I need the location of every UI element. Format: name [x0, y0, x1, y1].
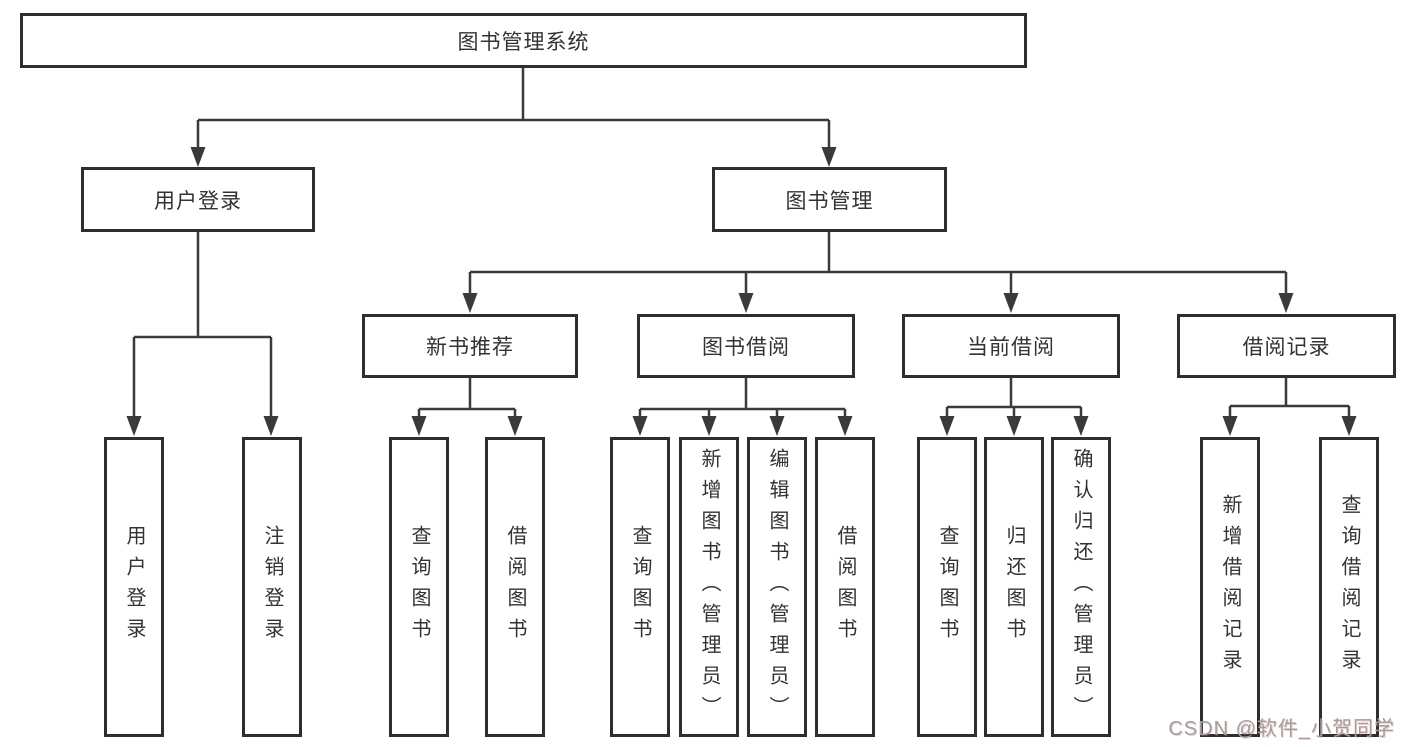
- arrowhead-icon: [632, 416, 648, 436]
- arrowhead-icon: [939, 416, 955, 436]
- leaf-query-books-borrowing: 查询图书: [610, 437, 670, 737]
- arrowhead-icon: [263, 416, 279, 436]
- leaf-return-books: 归还图书: [984, 437, 1044, 737]
- leaf-add-borrow-record: 新增借阅记录: [1200, 437, 1260, 737]
- leaf-add-books-admin: 新增图书（管理员）: [679, 437, 739, 737]
- node-label: 查询图书: [408, 525, 430, 649]
- node-label: 新书推荐: [426, 336, 514, 359]
- node-label: 借阅图书: [504, 525, 526, 649]
- arrowhead-icon: [1006, 416, 1022, 436]
- leaf-query-books-recommend: 查询图书: [389, 437, 449, 737]
- arrowhead-icon: [190, 147, 206, 167]
- leaf-confirm-return-admin: 确认归还（管理员）: [1051, 437, 1111, 737]
- csdn-watermark: CSDN @软件_小贺同学: [1168, 718, 1395, 740]
- arrowhead-icon: [769, 416, 785, 436]
- connector-book-borrowing-to-children: [638, 378, 847, 419]
- node-label: 新增图书（管理员）: [698, 447, 720, 727]
- arrowhead-icon: [837, 416, 853, 436]
- leaf-logout: 注销登录: [242, 437, 302, 737]
- arrowhead-icon: [1073, 416, 1089, 436]
- arrowhead-icon: [462, 293, 478, 313]
- node-user-login: 用户登录: [81, 167, 315, 232]
- node-label: 借阅图书: [834, 525, 856, 649]
- connector-new-book-recommend-to-children: [417, 378, 517, 419]
- leaf-query-books-current: 查询图书: [917, 437, 977, 737]
- arrowhead-icon: [1003, 293, 1019, 313]
- node-label: 当前借阅: [967, 336, 1055, 359]
- node-borrow-records: 借阅记录: [1177, 314, 1396, 378]
- node-label: 查询图书: [629, 525, 651, 649]
- arrowhead-icon: [1278, 293, 1294, 313]
- node-current-borrowing: 当前借阅: [902, 314, 1120, 378]
- leaf-edit-books-admin: 编辑图书（管理员）: [747, 437, 807, 737]
- node-library-system: 图书管理系统: [20, 13, 1027, 68]
- arrowhead-icon: [126, 416, 142, 436]
- leaf-query-borrow-record: 查询借阅记录: [1319, 437, 1379, 737]
- node-label: 图书借阅: [702, 336, 790, 359]
- connector-root-to-level2: [196, 68, 831, 149]
- arrowhead-icon: [1341, 416, 1357, 436]
- leaf-borrow-books-recommend: 借阅图书: [485, 437, 545, 737]
- node-label: 图书管理: [785, 189, 874, 213]
- node-label: 用户登录: [123, 525, 145, 649]
- arrowhead-icon: [701, 416, 717, 436]
- connector-book-mgmt-to-level3: [468, 232, 1288, 295]
- node-label: 新增借阅记录: [1219, 494, 1241, 680]
- node-label: 图书管理系统: [457, 30, 590, 54]
- arrowhead-icon: [738, 293, 754, 313]
- node-label: 确认归还（管理员）: [1070, 447, 1092, 727]
- arrowhead-icon: [507, 416, 523, 436]
- arrowhead-icon: [1222, 416, 1238, 436]
- node-new-book-recommend: 新书推荐: [362, 314, 578, 378]
- node-label: 归还图书: [1003, 525, 1025, 649]
- node-book-borrowing: 图书借阅: [637, 314, 855, 378]
- leaf-borrow-books-borrowing: 借阅图书: [815, 437, 875, 737]
- node-label: 注销登录: [261, 525, 283, 649]
- node-label: 编辑图书（管理员）: [766, 447, 788, 727]
- arrowhead-icon: [821, 147, 837, 167]
- connector-borrow-records-to-children: [1228, 378, 1351, 419]
- connector-current-borrowing-to-children: [945, 378, 1083, 419]
- node-label: 用户登录: [154, 189, 242, 213]
- node-book-management: 图书管理: [712, 167, 947, 232]
- node-label: 查询图书: [936, 525, 958, 649]
- arrowhead-icon: [411, 416, 427, 436]
- node-label: 借阅记录: [1242, 336, 1331, 359]
- node-label: 查询借阅记录: [1338, 494, 1360, 680]
- leaf-user-login: 用户登录: [104, 437, 164, 737]
- connector-user-login-to-children: [132, 232, 273, 418]
